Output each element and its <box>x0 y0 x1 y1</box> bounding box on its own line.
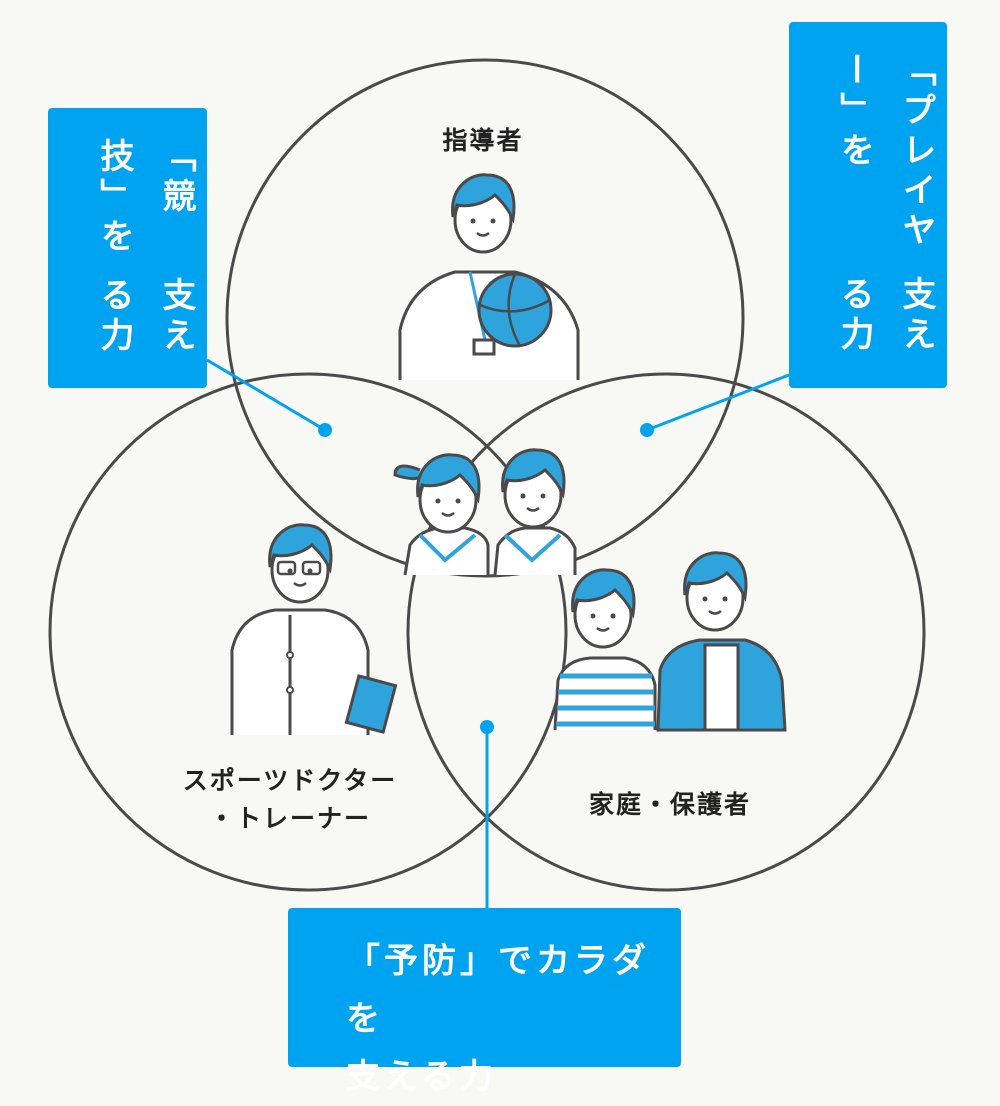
callout-prevention-line2: 支える力 <box>346 1057 497 1097</box>
kids-illustration <box>393 448 577 576</box>
circle-coach <box>225 58 745 578</box>
coach-illustration <box>398 173 580 380</box>
callout-prevention-line1: 「予防」でカラダを <box>346 941 650 1039</box>
family-illustration <box>553 551 787 732</box>
callout-player: 「プレイヤー」を 支える力 <box>789 22 947 388</box>
callout-competition-line1: 「競技」を <box>94 138 196 258</box>
label-coach: 指導者 <box>442 126 524 155</box>
circle-medical <box>48 372 568 892</box>
label-medical: スポーツドクター ・トレーナー <box>150 762 430 838</box>
callout-player-line2: 支える力 <box>834 276 936 356</box>
callout-competition: 「競技」を 支える力 <box>48 108 207 388</box>
callout-competition-line2: 支える力 <box>94 276 196 357</box>
callout-player-line1: 「プレイヤー」を <box>834 52 936 252</box>
venn-diagram <box>48 58 926 910</box>
circle-family <box>406 372 926 892</box>
label-medical-line2: ・トレーナー <box>208 804 371 833</box>
connectors <box>206 358 790 910</box>
callout-prevention: 「予防」でカラダを 支える力 <box>288 908 681 1097</box>
label-medical-line1: スポーツドクター <box>182 766 398 795</box>
doctor-illustration <box>230 523 398 735</box>
label-family: 家庭・保護者 <box>588 790 751 819</box>
